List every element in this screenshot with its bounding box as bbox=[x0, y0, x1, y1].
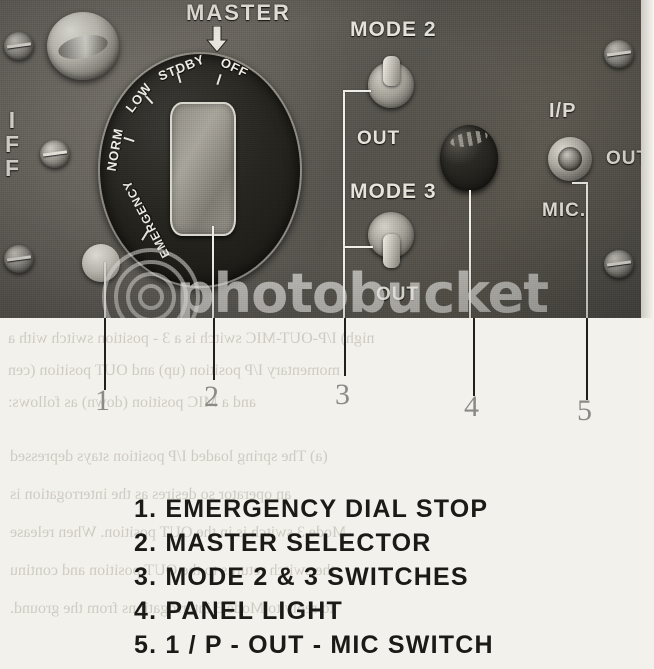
page-right-margin bbox=[641, 0, 654, 318]
chrome-knob[interactable] bbox=[47, 12, 119, 80]
panel-screw-bottom-right bbox=[604, 250, 634, 278]
mode3-toggle-switch[interactable] bbox=[368, 212, 414, 268]
panel-light-marking bbox=[448, 128, 490, 150]
mode3-label: MODE 3 bbox=[350, 180, 437, 203]
callout-number-3: 3 bbox=[335, 378, 350, 411]
ip-out-label: OUT bbox=[606, 148, 641, 169]
master-arrow-icon bbox=[206, 26, 228, 52]
ip-label: I/P bbox=[549, 100, 577, 122]
leader-line-5-elbow bbox=[572, 182, 588, 184]
panel-screw-top-left bbox=[4, 32, 34, 60]
callout-leader-2 bbox=[213, 318, 215, 380]
panel-light bbox=[440, 125, 498, 191]
dial-label-stdby: STDBY bbox=[155, 51, 208, 84]
ip-out-mic-switch[interactable] bbox=[548, 137, 592, 181]
leader-line-3-elbow-top bbox=[343, 90, 371, 92]
mode3-switch-lever[interactable] bbox=[383, 234, 400, 268]
mode2-toggle-switch[interactable] bbox=[368, 56, 414, 108]
callout-number-5: 5 bbox=[577, 394, 592, 427]
legend-item-1: 1. EMERGENCY DIAL STOP bbox=[134, 495, 489, 523]
legend-item-3: 3. MODE 2 & 3 SWITCHES bbox=[134, 563, 469, 591]
dial-label-low: LOW bbox=[122, 79, 155, 116]
callout-number-1: 1 bbox=[95, 384, 110, 417]
master-label: MASTER bbox=[186, 0, 291, 25]
mode2-out-label: OUT bbox=[357, 128, 401, 149]
legend-item-4: 4. PANEL LIGHT bbox=[134, 597, 343, 625]
callout-number-4: 4 bbox=[464, 390, 479, 423]
callout-number-2: 2 bbox=[204, 380, 219, 413]
mode2-label: MODE 2 bbox=[350, 18, 437, 41]
callout-leader-1 bbox=[104, 318, 106, 390]
ghost-line-2: momentary I/P position (up) and OUT posi… bbox=[8, 362, 340, 379]
callout-leader-4 bbox=[473, 318, 475, 396]
panel-screw-bottom-left bbox=[4, 245, 34, 273]
mic-label: MIC. bbox=[542, 200, 587, 221]
dial-label-off: OFF bbox=[218, 54, 251, 81]
leader-line-3-elbow-bottom bbox=[343, 246, 373, 248]
leader-line-2-upper bbox=[212, 226, 214, 318]
legend-item-2: 2. MASTER SELECTOR bbox=[134, 529, 432, 557]
callout-band: nigh) I/P-OUT-MIC switch is a 3 - positi… bbox=[0, 318, 654, 428]
master-selector-knob[interactable] bbox=[170, 102, 236, 236]
master-selector-dial[interactable]: OFF STDBY LOW NORM EMERGENCY bbox=[98, 51, 302, 288]
dial-label-norm: NORM bbox=[103, 126, 127, 173]
photobucket-logo-icon bbox=[88, 248, 206, 318]
ghost-line-4: (a) The spring loaded I/P position stays… bbox=[10, 448, 328, 465]
mode3-out-label: OUT bbox=[376, 284, 420, 305]
ghost-line-1: nigh) I/P-OUT-MIC switch is a 3 - positi… bbox=[8, 330, 375, 347]
photobucket-watermark: photobucket bbox=[176, 262, 549, 319]
panel-screw-top-right bbox=[604, 40, 634, 68]
callout-leader-5 bbox=[586, 318, 588, 400]
dial-tick-off bbox=[216, 73, 222, 86]
dial-tick-norm bbox=[123, 136, 135, 143]
leader-line-3-upper bbox=[343, 90, 345, 318]
panel-screw-mid-left bbox=[40, 140, 70, 168]
mode2-switch-lever[interactable] bbox=[383, 56, 400, 86]
callout-leader-3 bbox=[344, 318, 346, 376]
leader-line-5-upper bbox=[586, 182, 588, 318]
leader-line-4-upper bbox=[469, 190, 471, 318]
legend-item-5: 5. 1 / P - OUT - MIC SWITCH bbox=[134, 631, 494, 659]
